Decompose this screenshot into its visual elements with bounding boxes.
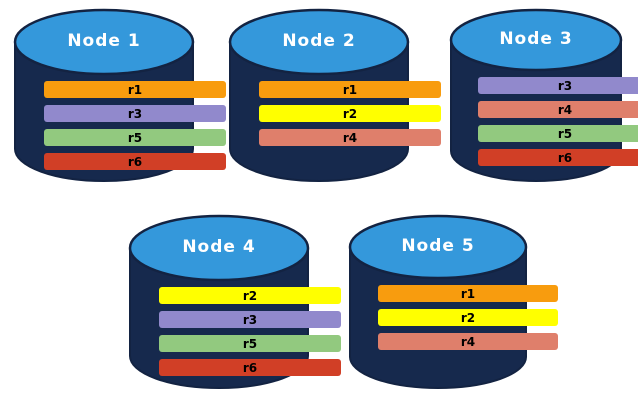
replica-label: r6: [242, 360, 258, 375]
replica-bar[interactable]: r6: [159, 359, 341, 376]
replica-bar[interactable]: r4: [259, 129, 441, 146]
node-5[interactable]: Node 5 r1 r2 r4: [348, 213, 558, 390]
replica-label: r5: [127, 130, 143, 145]
replica-bar[interactable]: r5: [478, 125, 638, 142]
replica-bar[interactable]: r1: [259, 81, 441, 98]
replica-label: r3: [242, 312, 258, 327]
replica-label: r5: [242, 336, 258, 351]
replica-label: r5: [557, 126, 573, 141]
node-4-replica-list: r2 r3 r5 r6: [128, 287, 372, 376]
node-1-title: Node 1: [67, 31, 141, 51]
node-1-replica-list: r1 r3 r5 r6: [13, 81, 257, 170]
replica-label: r1: [127, 82, 143, 97]
node-3[interactable]: Node 3 r3 r4 r5 r6: [449, 7, 638, 183]
node-4[interactable]: Node 4 r2 r3 r5 r6: [128, 213, 341, 390]
cylinder-top-disc: [128, 214, 310, 282]
replica-label: r2: [342, 106, 358, 121]
node-5-title: Node 5: [401, 236, 475, 256]
replica-bar[interactable]: r3: [159, 311, 341, 328]
replica-bar[interactable]: r4: [478, 101, 638, 118]
replica-label: r6: [127, 154, 143, 169]
node-3-replica-list: r3 r4 r5 r6: [449, 77, 638, 166]
node-1[interactable]: Node 1 r1 r3 r5 r6: [13, 7, 226, 183]
node-4-title: Node 4: [182, 237, 256, 257]
replica-bar[interactable]: r4: [378, 333, 558, 350]
node-2-replica-list: r1 r2 r4: [228, 81, 472, 146]
node-5-replica-list: r1 r2 r4: [348, 285, 588, 350]
replica-label: r3: [557, 78, 573, 93]
replica-label: r1: [460, 286, 476, 301]
node-3-title: Node 3: [499, 29, 573, 49]
cylinder-top-disc: [228, 8, 410, 76]
cylinder-top-disc: [449, 8, 623, 72]
replica-label: r6: [557, 150, 573, 165]
replica-bar[interactable]: r2: [259, 105, 441, 122]
replica-bar[interactable]: r6: [478, 149, 638, 166]
replica-label: r4: [342, 130, 358, 145]
replica-label: r1: [342, 82, 358, 97]
replica-bar[interactable]: r1: [378, 285, 558, 302]
replica-bar[interactable]: r5: [44, 129, 226, 146]
replica-label: r4: [460, 334, 476, 349]
replica-bar[interactable]: r2: [378, 309, 558, 326]
replica-label: r2: [460, 310, 476, 325]
cylinder-top-disc: [348, 214, 528, 280]
replica-bar[interactable]: r6: [44, 153, 226, 170]
replica-bar[interactable]: r1: [44, 81, 226, 98]
replica-bar[interactable]: r3: [478, 77, 638, 94]
cylinder-top-disc: [13, 8, 195, 76]
replica-bar[interactable]: r5: [159, 335, 341, 352]
node-2-title: Node 2: [282, 31, 356, 51]
replica-bar[interactable]: r2: [159, 287, 341, 304]
replica-bar[interactable]: r3: [44, 105, 226, 122]
replica-label: r4: [557, 102, 573, 117]
node-2[interactable]: Node 2 r1 r2 r4: [228, 7, 441, 183]
replica-label: r2: [242, 288, 258, 303]
replica-label: r3: [127, 106, 143, 121]
